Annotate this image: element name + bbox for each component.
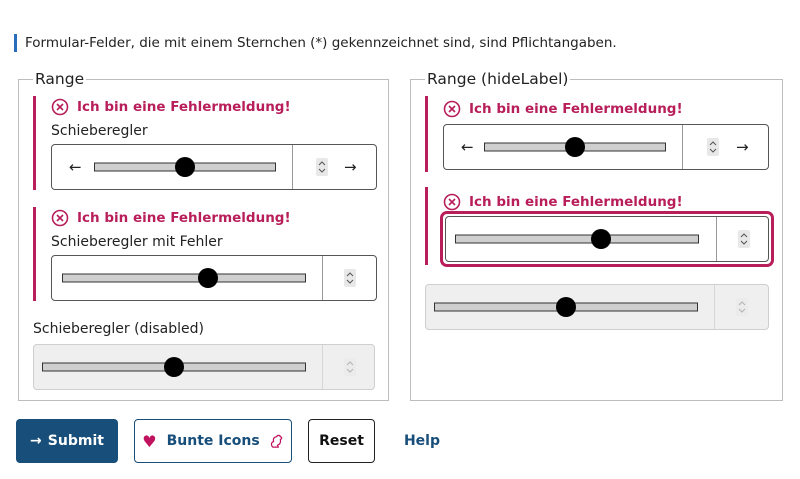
error-circle-icon (51, 209, 69, 227)
slider-field: ← → (51, 144, 377, 190)
slider-thumb (164, 357, 184, 377)
range-error-block-2: Ich bin eine Fehlermeldung! Schieberegle… (33, 207, 377, 301)
error-message: Ich bin eine Fehlermeldung! (443, 100, 683, 118)
error-circle-icon (443, 100, 461, 118)
bunte-icons-button[interactable]: ♥ Bunte Icons (134, 419, 292, 463)
number-input[interactable] (292, 145, 336, 189)
slider-error-field (51, 255, 377, 301)
help-link[interactable]: Help (403, 433, 441, 449)
range-hidelabel-fieldset: Range (hideLabel) Ich bin eine Fehlermel… (410, 69, 783, 401)
slider-track[interactable] (455, 234, 699, 244)
number-input (322, 345, 374, 389)
error-message: Ich bin eine Fehlermeldung! (51, 98, 291, 116)
error-text: Ich bin eine Fehlermeldung! (469, 101, 683, 117)
number-input[interactable] (322, 256, 376, 300)
slider-error-field (445, 216, 769, 262)
arrow-left-icon[interactable]: ← (69, 158, 82, 176)
slider-disabled-field (33, 344, 375, 390)
number-input[interactable] (716, 217, 768, 261)
range-error-block-1: Ich bin eine Fehlermeldung! Schieberegle… (33, 96, 377, 190)
slider-label: Schieberegler (51, 123, 148, 139)
error-text: Ich bin eine Fehlermeldung! (77, 210, 291, 226)
spinner-icon[interactable] (316, 158, 328, 176)
number-input[interactable] (682, 125, 728, 169)
error-message: Ich bin eine Fehlermeldung! (51, 209, 291, 227)
submit-button[interactable]: → Submit (16, 419, 118, 463)
required-fields-hint: Formular-Felder, die mit einem Sternchen… (14, 34, 617, 52)
arrow-left-icon[interactable]: ← (461, 138, 474, 156)
slider-thumb (556, 297, 576, 317)
arrow-right-icon: → (30, 433, 42, 449)
slider-thumb[interactable] (565, 137, 585, 157)
slider-track[interactable] (62, 273, 306, 283)
range-error-block-1: Ich bin eine Fehlermeldung! ← → (425, 96, 769, 172)
focus-ring (440, 211, 774, 267)
error-message: Ich bin eine Fehlermeldung! (443, 193, 683, 211)
spinner-icon[interactable] (707, 138, 719, 156)
slider-field: ← → (443, 124, 769, 170)
reset-button[interactable]: Reset (308, 419, 375, 463)
range-fieldset: Range Ich bin eine Fehlermeldung! Schieb… (18, 69, 389, 401)
error-text: Ich bin eine Fehlermeldung! (77, 99, 291, 115)
submit-label: Submit (47, 433, 104, 449)
bunte-icons-label: Bunte Icons (166, 433, 260, 449)
error-circle-icon (443, 193, 461, 211)
error-circle-icon (51, 98, 69, 116)
squirrel-icon (270, 434, 282, 448)
range-legend: Range (33, 69, 87, 89)
spinner-icon (736, 298, 748, 316)
arrow-right-icon[interactable]: → (344, 158, 357, 176)
heart-icon: ♥ (142, 431, 157, 451)
slider-thumb[interactable] (198, 268, 219, 288)
error-text: Ich bin eine Fehlermeldung! (469, 194, 683, 210)
slider-disabled-field (425, 284, 769, 330)
spinner-icon[interactable] (344, 269, 356, 287)
slider-thumb[interactable] (591, 229, 612, 249)
spinner-icon (344, 358, 356, 376)
slider-thumb[interactable] (175, 157, 195, 177)
range-error-block-2: Ich bin eine Fehlermeldung! (425, 187, 774, 267)
arrow-right-icon[interactable]: → (736, 138, 749, 156)
spinner-icon[interactable] (738, 230, 750, 248)
range-hidelabel-legend: Range (hideLabel) (425, 69, 571, 89)
slider-disabled-label: Schieberegler (disabled) (33, 321, 204, 337)
number-input (714, 285, 768, 329)
slider-error-label: Schieberegler mit Fehler (51, 234, 223, 250)
